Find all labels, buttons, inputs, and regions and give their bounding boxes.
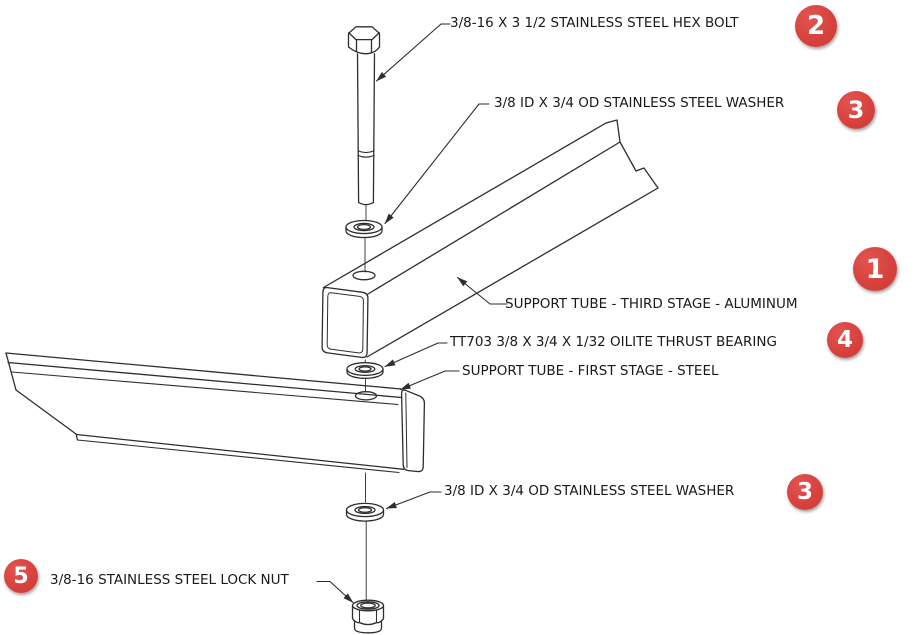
label-third-stage-tube: SUPPORT TUBE - THIRD STAGE - ALUMINUM <box>505 296 798 312</box>
label-first-stage-tube: SUPPORT TUBE - FIRST STAGE - STEEL <box>462 363 719 379</box>
leader-upper-washer <box>384 103 490 225</box>
third-stage-tube-drawing <box>321 119 659 359</box>
label-upper-washer: 3/8 ID X 3/4 OD STAINLESS STEEL WASHER <box>494 95 785 111</box>
label-thrust-bearing: TT703 3/8 X 3/4 X 1/32 OILITE THRUST BEA… <box>450 334 777 350</box>
callout-badge-4: 4 <box>827 322 863 358</box>
leader-lines <box>316 23 508 604</box>
callout-badge-5: 5 <box>4 559 38 593</box>
thrust-bearing-drawing <box>346 362 384 379</box>
upper-washer-drawing <box>345 219 383 239</box>
callout-badge-3-lower: 3 <box>787 474 823 510</box>
label-lock-nut: 3/8-16 STAINLESS STEEL LOCK NUT <box>50 572 289 588</box>
label-lower-washer: 3/8 ID X 3/4 OD STAINLESS STEEL WASHER <box>444 483 735 499</box>
callout-badge-3-upper: 3 <box>837 91 875 129</box>
leader-lock-nut <box>316 580 354 604</box>
leader-hex-bolt <box>375 23 451 82</box>
leader-thrust-bearing <box>384 342 448 368</box>
hex-bolt-drawing <box>347 26 381 206</box>
first-stage-tube-drawing <box>5 352 426 474</box>
bolt-hole <box>354 391 378 401</box>
bolt-hole <box>352 270 376 281</box>
leader-lower-washer <box>385 491 442 510</box>
leader-third-stage <box>456 276 508 305</box>
label-hex-bolt: 3/8-16 X 3 1/2 STAINLESS STEEL HEX BOLT <box>450 15 739 31</box>
leader-first-stage <box>399 370 460 391</box>
center-lines <box>364 205 367 600</box>
lock-nut-drawing <box>351 599 385 634</box>
callout-badge-1: 1 <box>853 247 897 291</box>
callout-badge-2: 2 <box>795 5 837 47</box>
lower-washer-drawing <box>345 502 385 522</box>
